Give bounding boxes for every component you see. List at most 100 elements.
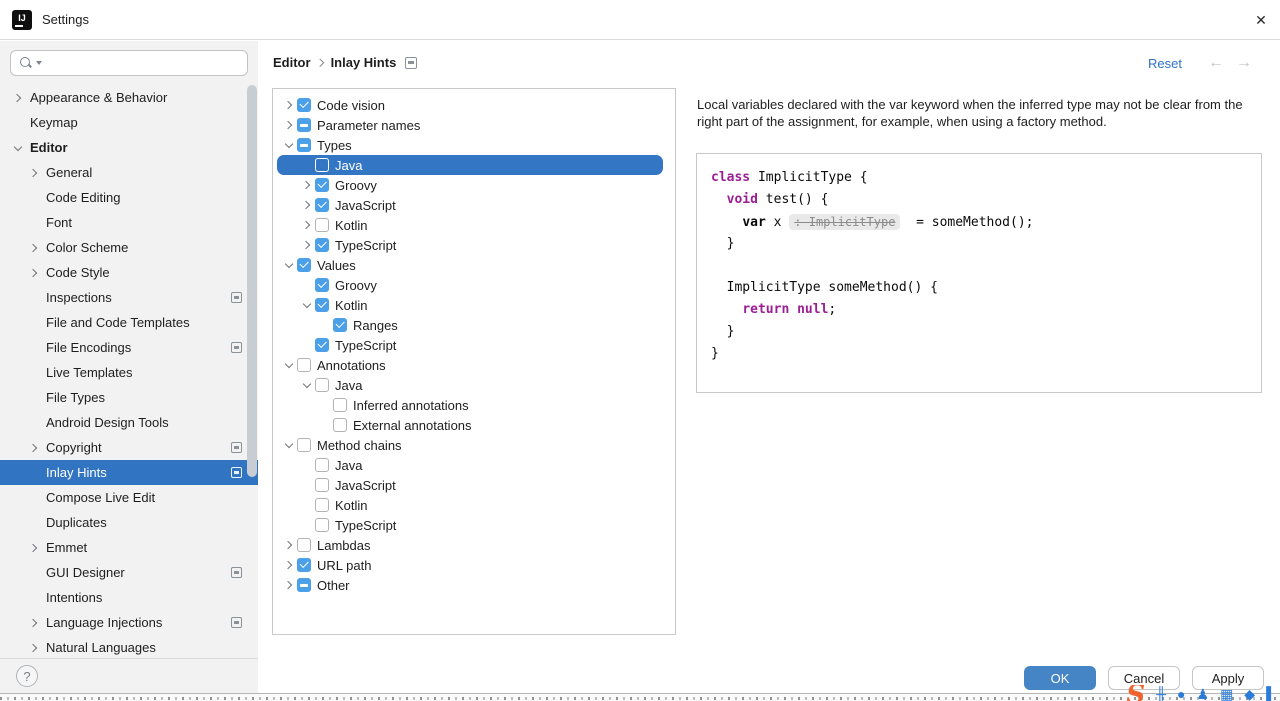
tree-item-types[interactable]: Types	[273, 135, 675, 155]
chevron-right-icon[interactable]	[299, 175, 315, 195]
chevron-right-icon[interactable]	[281, 555, 297, 575]
sidebar-item-compose-live-edit[interactable]: Compose Live Edit	[0, 485, 258, 510]
close-icon[interactable]: ✕	[1255, 11, 1267, 28]
ok-button[interactable]: OK	[1024, 666, 1096, 690]
tree-item-values[interactable]: Values	[273, 255, 675, 275]
checkbox-on[interactable]	[315, 198, 329, 212]
apply-button[interactable]: Apply	[1192, 666, 1264, 690]
sidebar-item-file-types[interactable]: File Types	[0, 385, 258, 410]
checkbox-on[interactable]	[297, 258, 311, 272]
sidebar-item-code-editing[interactable]: Code Editing	[0, 185, 258, 210]
tree-item-method-chains[interactable]: Method chains	[273, 435, 675, 455]
checkbox-off[interactable]	[333, 398, 347, 412]
chevron-down-icon[interactable]	[10, 135, 26, 160]
checkbox-on[interactable]	[297, 558, 311, 572]
chevron-right-icon[interactable]	[26, 635, 42, 660]
chevron-right-icon[interactable]	[26, 160, 42, 185]
checkbox-off[interactable]	[315, 478, 329, 492]
taskbar-icon-1[interactable]: ╫	[1156, 686, 1167, 701]
tree-item-groovy[interactable]: Groovy	[273, 275, 675, 295]
checkbox-off[interactable]	[297, 358, 311, 372]
tree-item-typescript[interactable]: TypeScript	[273, 235, 675, 255]
tree-item-kotlin[interactable]: Kotlin	[273, 215, 675, 235]
tree-item-java[interactable]: Java	[273, 455, 675, 475]
chevron-down-icon[interactable]	[281, 435, 297, 455]
taskbar-icon-5[interactable]: ◆	[1244, 686, 1256, 701]
tree-item-other[interactable]: Other	[273, 575, 675, 595]
sidebar-item-inspections[interactable]: Inspections	[0, 285, 258, 310]
tree-item-java[interactable]: Java	[273, 155, 675, 175]
tree-item-kotlin[interactable]: Kotlin	[273, 495, 675, 515]
sidebar-item-natural-languages[interactable]: Natural Languages	[0, 635, 258, 660]
chevron-right-icon[interactable]	[299, 215, 315, 235]
chevron-down-icon[interactable]	[299, 375, 315, 395]
tree-item-inferred-annotations[interactable]: Inferred annotations	[273, 395, 675, 415]
chevron-right-icon[interactable]	[26, 435, 42, 460]
checkbox-on[interactable]	[315, 278, 329, 292]
checkbox-on[interactable]	[315, 338, 329, 352]
checkbox-off[interactable]	[333, 418, 347, 432]
chevron-right-icon[interactable]	[26, 260, 42, 285]
chevron-right-icon[interactable]	[299, 235, 315, 255]
checkbox-off[interactable]	[315, 218, 329, 232]
tree-item-kotlin[interactable]: Kotlin	[273, 295, 675, 315]
sidebar-item-intentions[interactable]: Intentions	[0, 585, 258, 610]
chevron-down-icon[interactable]	[281, 255, 297, 275]
sidebar-item-language-injections[interactable]: Language Injections	[0, 610, 258, 635]
sidebar-item-general[interactable]: General	[0, 160, 258, 185]
sidebar-item-font[interactable]: Font	[0, 210, 258, 235]
tree-item-url-path[interactable]: URL path	[273, 555, 675, 575]
tree-item-annotations[interactable]: Annotations	[273, 355, 675, 375]
chevron-right-icon[interactable]	[26, 535, 42, 560]
reset-button[interactable]: Reset	[1148, 56, 1182, 71]
taskbar-icon-3[interactable]: ♟	[1196, 686, 1210, 701]
sidebar-item-inlay-hints[interactable]: Inlay Hints	[0, 460, 258, 485]
sidebar-item-file-encodings[interactable]: File Encodings	[0, 335, 258, 360]
sidebar-item-copyright[interactable]: Copyright	[0, 435, 258, 460]
tree-item-java[interactable]: Java	[273, 375, 675, 395]
taskbar-icon-6[interactable]: ▌	[1266, 686, 1276, 701]
chevron-down-icon[interactable]	[281, 135, 297, 155]
chevron-right-icon[interactable]	[10, 85, 26, 110]
taskbar-icon-2[interactable]: ●	[1177, 686, 1186, 701]
checkbox-mixed[interactable]	[297, 578, 311, 592]
search-options-chevron-icon[interactable]	[36, 61, 42, 65]
sidebar-item-duplicates[interactable]: Duplicates	[0, 510, 258, 535]
tree-item-typescript[interactable]: TypeScript	[273, 515, 675, 535]
breadcrumb-editor[interactable]: Editor	[273, 55, 311, 70]
checkbox-off[interactable]	[315, 518, 329, 532]
checkbox-mixed[interactable]	[297, 138, 311, 152]
tree-item-parameter-names[interactable]: Parameter names	[273, 115, 675, 135]
sidebar-item-keymap[interactable]: Keymap	[0, 110, 258, 135]
tree-item-external-annotations[interactable]: External annotations	[273, 415, 675, 435]
sidebar-item-editor[interactable]: Editor	[0, 135, 258, 160]
sidebar-item-android-design-tools[interactable]: Android Design Tools	[0, 410, 258, 435]
sogou-input-logo-icon[interactable]: S	[1126, 685, 1146, 701]
chevron-right-icon[interactable]	[281, 575, 297, 595]
chevron-right-icon[interactable]	[281, 95, 297, 115]
help-button[interactable]: ?	[16, 665, 38, 687]
chevron-right-icon[interactable]	[281, 535, 297, 555]
search-field[interactable]	[10, 50, 248, 76]
checkbox-off[interactable]	[297, 438, 311, 452]
tree-item-code-vision[interactable]: Code vision	[273, 95, 675, 115]
checkbox-off[interactable]	[315, 158, 329, 172]
checkbox-off[interactable]	[315, 378, 329, 392]
checkbox-on[interactable]	[315, 178, 329, 192]
tree-item-javascript[interactable]: JavaScript	[273, 475, 675, 495]
chevron-right-icon[interactable]	[281, 115, 297, 135]
sidebar-item-gui-designer[interactable]: GUI Designer	[0, 560, 258, 585]
forward-arrow-icon[interactable]: →	[1236, 54, 1252, 71]
back-arrow-icon[interactable]: ←	[1208, 54, 1224, 71]
chevron-down-icon[interactable]	[299, 295, 315, 315]
checkbox-mixed[interactable]	[297, 118, 311, 132]
checkbox-off[interactable]	[315, 458, 329, 472]
chevron-down-icon[interactable]	[281, 355, 297, 375]
cancel-button[interactable]: Cancel	[1108, 666, 1180, 690]
search-input[interactable]	[42, 51, 247, 75]
checkbox-off[interactable]	[297, 538, 311, 552]
tree-item-lambdas[interactable]: Lambdas	[273, 535, 675, 555]
checkbox-off[interactable]	[315, 498, 329, 512]
sidebar-item-appearance-behavior[interactable]: Appearance & Behavior	[0, 85, 258, 110]
tree-item-typescript[interactable]: TypeScript	[273, 335, 675, 355]
